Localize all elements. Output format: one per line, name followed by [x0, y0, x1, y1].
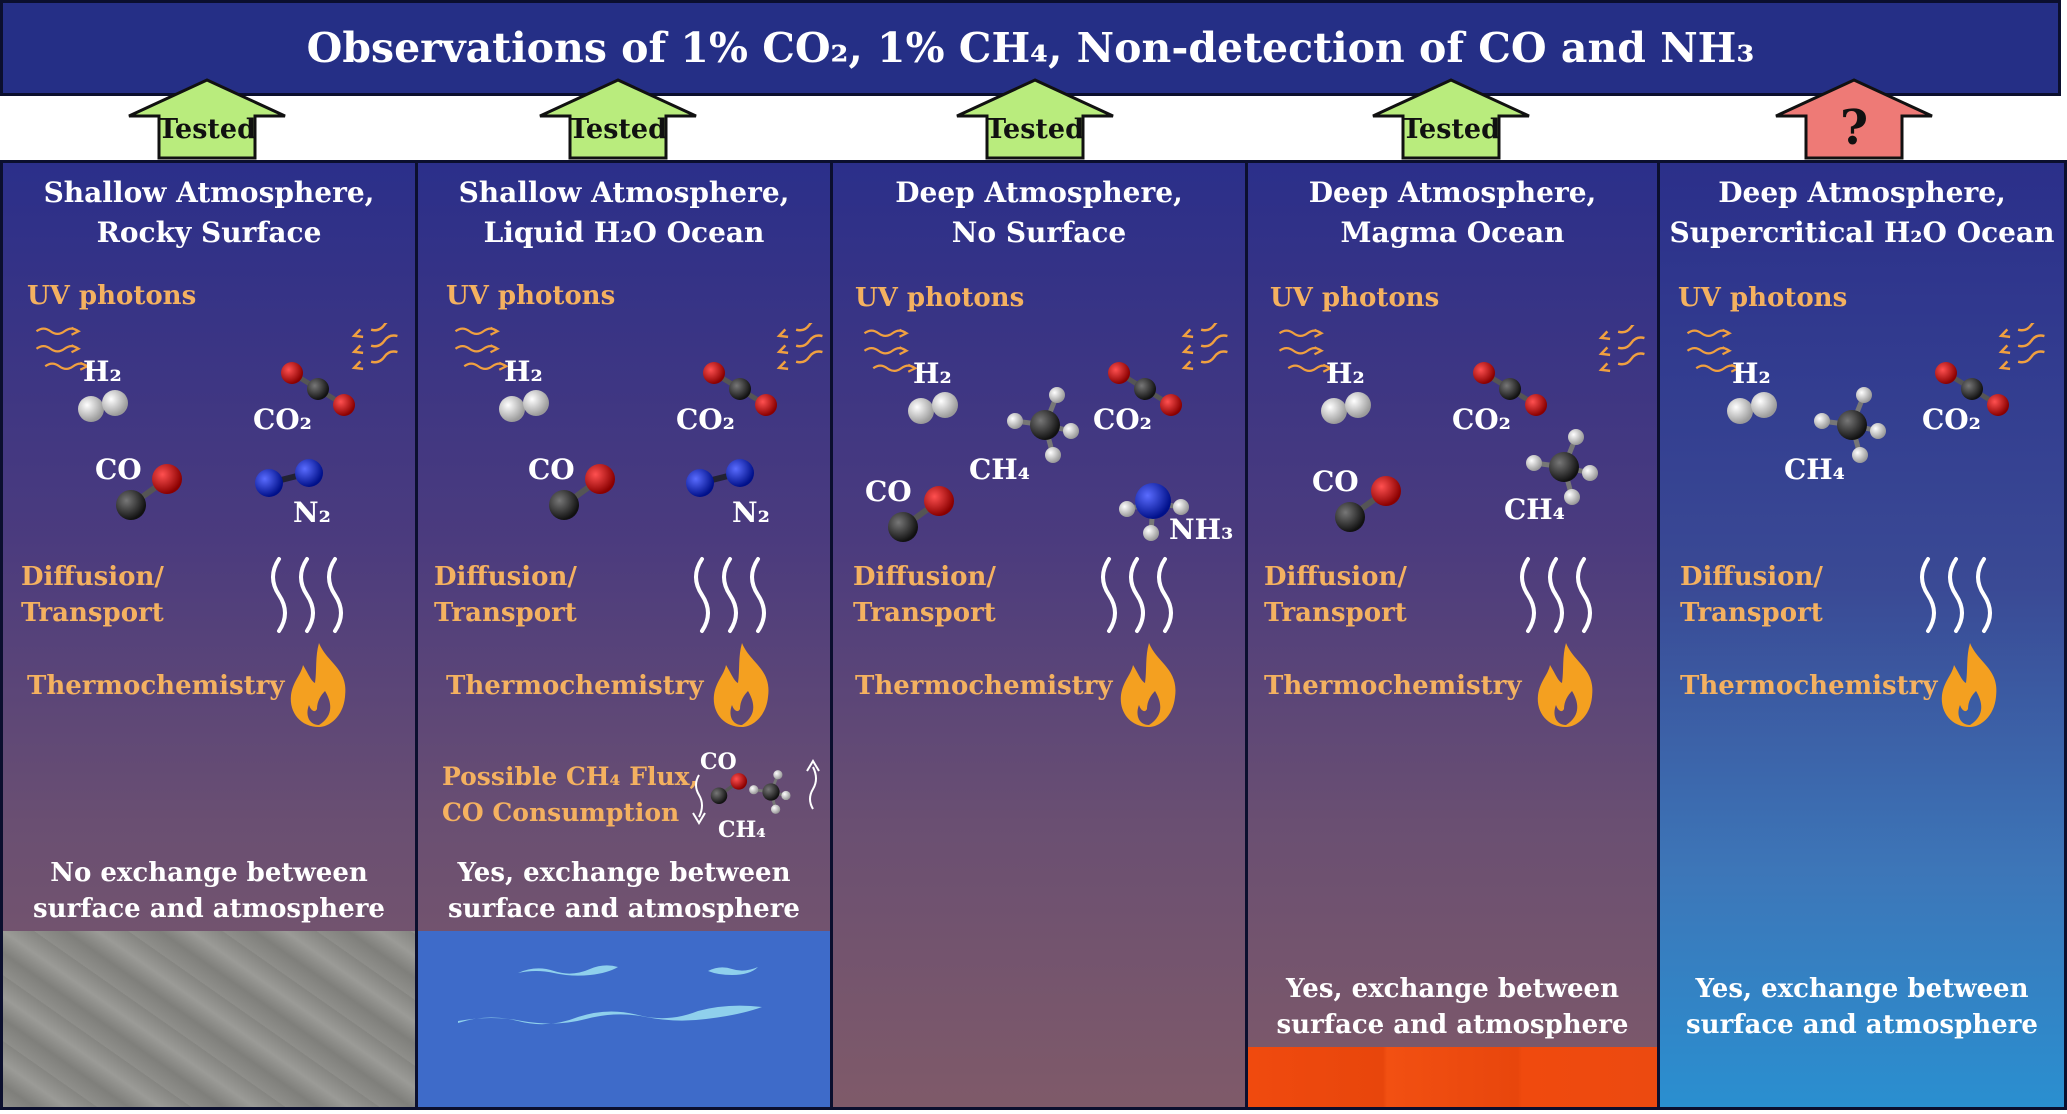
co2-label: CO₂ [1093, 403, 1152, 436]
status-arrow-tested: Tested [955, 78, 1115, 160]
diffusion-transport-label: Diffusion/Transport [1264, 562, 1407, 628]
flame-icon [279, 639, 359, 729]
panel-liquid-ocean: Shallow Atmosphere,Liquid H₂O Ocean UV p… [415, 160, 833, 1110]
co2-label: CO₂ [253, 403, 312, 436]
n2-label: N₂ [732, 496, 770, 529]
diffusion-waves-icon [684, 555, 774, 635]
co2-label: CO₂ [676, 403, 735, 436]
co-label: CO [528, 453, 575, 486]
water-waves-icon [458, 965, 762, 1025]
h2-label: H₂ [1326, 357, 1365, 390]
thermochemistry-label: Thermochemistry [446, 671, 704, 701]
h2-label: H₂ [504, 355, 543, 388]
h2-molecule-icon [73, 385, 143, 425]
uv-photons-label: UV photons [1678, 283, 1848, 313]
n2-label: N₂ [293, 496, 331, 529]
co-molecule-icon [1330, 473, 1410, 533]
tested-label: Tested [1402, 114, 1500, 145]
uv-arrows-icon [1590, 325, 1650, 375]
diffusion-transport-label: Diffusion/Transport [1680, 562, 1823, 628]
down-arrow-icon [692, 774, 706, 825]
uv-photons-label: UV photons [1270, 283, 1440, 313]
status-arrow-tested: Tested [127, 78, 287, 160]
panel-rocky-surface: Shallow Atmosphere,Rocky Surface UV phot… [0, 160, 418, 1110]
status-arrow-unknown: ? [1774, 78, 1934, 160]
co-molecule-icon [111, 461, 191, 521]
h2-label: H₂ [83, 355, 122, 388]
thermochemistry-label: Thermochemistry [855, 671, 1113, 701]
h2-label: H₂ [1732, 357, 1771, 390]
panel-magma-ocean: Deep Atmosphere,Magma Ocean UV photons H… [1245, 160, 1660, 1110]
diffusion-waves-icon [1910, 555, 2000, 635]
panel-no-surface: Deep Atmosphere,No Surface UV photons H₂… [830, 160, 1248, 1110]
status-arrow-tested: Tested [538, 78, 698, 160]
diffusion-transport-label: Diffusion/Transport [853, 562, 996, 628]
ch4-label: CH₄ [718, 817, 766, 843]
rocky-surface [3, 931, 415, 1107]
tested-label: Tested [986, 114, 1084, 145]
diffusion-transport-label: Diffusion/Transport [434, 562, 577, 628]
panel-title: Shallow Atmosphere,Rocky Surface [43, 176, 375, 249]
magma-surface [1248, 1047, 1657, 1107]
up-arrow-icon [806, 759, 820, 810]
thermochemistry-label: Thermochemistry [27, 671, 285, 701]
status-arrow-tested: Tested [1371, 78, 1531, 160]
h2-label: H₂ [913, 357, 952, 390]
panel-title: Deep Atmosphere,No Surface [895, 176, 1183, 249]
uv-photons-label: UV photons [855, 283, 1025, 313]
co-molecule-icon [883, 483, 963, 543]
co-molecule-icon [708, 771, 752, 805]
diffusion-transport-label: Diffusion/Transport [21, 562, 164, 628]
diffusion-waves-icon [261, 555, 351, 635]
ch4-label: CH₄ [1784, 453, 1846, 486]
h2-molecule-icon [494, 385, 564, 425]
flame-icon [1930, 639, 2010, 729]
ch4-molecule-icon [748, 769, 794, 815]
co-label: CO [1312, 465, 1359, 498]
flame-icon [1526, 639, 1606, 729]
tested-label: Tested [158, 114, 256, 145]
banner-title: Observations of 1% CO₂, 1% CH₄, Non-dete… [306, 24, 1755, 72]
panel-title: Deep Atmosphere,Supercritical H₂O Ocean [1669, 176, 2055, 249]
thermochemistry-label: Thermochemistry [1264, 671, 1522, 701]
co-molecule-icon [544, 461, 624, 521]
co-label: CO [700, 749, 737, 775]
ocean-surface [418, 931, 830, 1107]
h2-molecule-icon [903, 387, 973, 427]
h2-molecule-icon [1316, 387, 1386, 427]
diffusion-waves-icon [1510, 555, 1600, 635]
uv-photons-label: UV photons [27, 281, 197, 311]
co2-label: CO₂ [1452, 403, 1511, 436]
ch4-flux-label: Possible CH₄ Flux,CO Consumption [442, 762, 699, 827]
thermochemistry-label: Thermochemistry [1680, 671, 1938, 701]
flame-icon [1109, 639, 1189, 729]
uv-photons-label: UV photons [446, 281, 616, 311]
h2-molecule-icon [1722, 387, 1792, 427]
flame-icon [702, 639, 782, 729]
panel-supercritical-ocean: Deep Atmosphere,Supercritical H₂O Ocean … [1657, 160, 2067, 1110]
ch4-label: CH₄ [969, 453, 1031, 486]
ch4-label: CH₄ [1504, 493, 1566, 526]
observations-banner: Observations of 1% CO₂, 1% CH₄, Non-dete… [0, 0, 2061, 96]
tested-label: Tested [569, 114, 667, 145]
diffusion-waves-icon [1091, 555, 1181, 635]
nh3-label: NH₃ [1169, 513, 1234, 546]
panel-title: Deep Atmosphere,Magma Ocean [1308, 176, 1597, 249]
co2-label: CO₂ [1922, 403, 1981, 436]
question-mark-label: ? [1839, 100, 1869, 156]
co-label: CO [95, 453, 142, 486]
panel-title: Shallow Atmosphere,Liquid H₂O Ocean [458, 176, 790, 249]
co-label: CO [865, 475, 912, 508]
